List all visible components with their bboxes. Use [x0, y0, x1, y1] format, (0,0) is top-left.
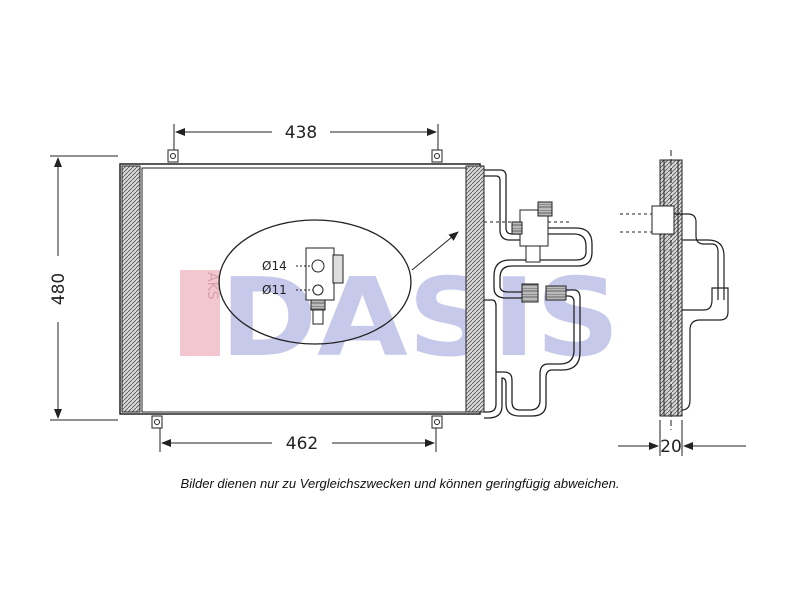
dimension-438-label: 438 — [285, 123, 317, 143]
pipe-return — [499, 227, 593, 293]
disclaimer-caption: Bilder dienen nur zu Vergleichszwecken u… — [180, 476, 620, 491]
left-header-tank — [121, 165, 141, 413]
pipe-coupling — [521, 283, 567, 303]
detail-port-outer — [311, 259, 325, 273]
side-valve — [651, 205, 675, 235]
detail-valve-block — [305, 247, 335, 301]
watermark-red-block — [180, 270, 220, 356]
condenser-front-view — [119, 149, 485, 429]
detail-leader-line — [411, 231, 459, 271]
diameter-14-label: Ø14 — [262, 259, 287, 273]
dimension-top: 438 — [173, 123, 439, 150]
watermark-brand: DASIS — [220, 256, 620, 381]
dimension-20-label: 20 — [660, 437, 682, 457]
watermark-tag: AKS — [204, 272, 220, 300]
condenser-side-view — [620, 150, 729, 430]
watermark: DASIS AKS — [180, 256, 620, 381]
dimension-bottom: 462 — [159, 428, 437, 454]
refrigerant-pipes — [484, 169, 593, 419]
mounting-pin-bottom-right — [431, 415, 443, 429]
dimension-depth: 20 — [618, 420, 746, 457]
right-header-tank — [465, 165, 485, 413]
pipe-lower — [484, 295, 575, 413]
mounting-pin-bottom-left — [151, 415, 163, 429]
mounting-pin-top-left — [167, 149, 179, 163]
dimension-480-label: 480 — [49, 273, 69, 305]
expansion-valve — [484, 201, 570, 263]
detail-ellipse — [218, 219, 412, 345]
dimension-462-label: 462 — [286, 434, 318, 454]
pipe-upper — [484, 169, 522, 235]
detail-callout: Ø14 Ø11 — [218, 219, 459, 345]
diameter-11-label: Ø11 — [262, 283, 287, 297]
detail-valve-cap — [332, 254, 344, 284]
dimension-height: 480 — [49, 155, 118, 421]
detail-fitting-lower — [312, 309, 324, 325]
detail-fitting — [310, 299, 326, 311]
mounting-pin-top-right — [431, 149, 443, 163]
